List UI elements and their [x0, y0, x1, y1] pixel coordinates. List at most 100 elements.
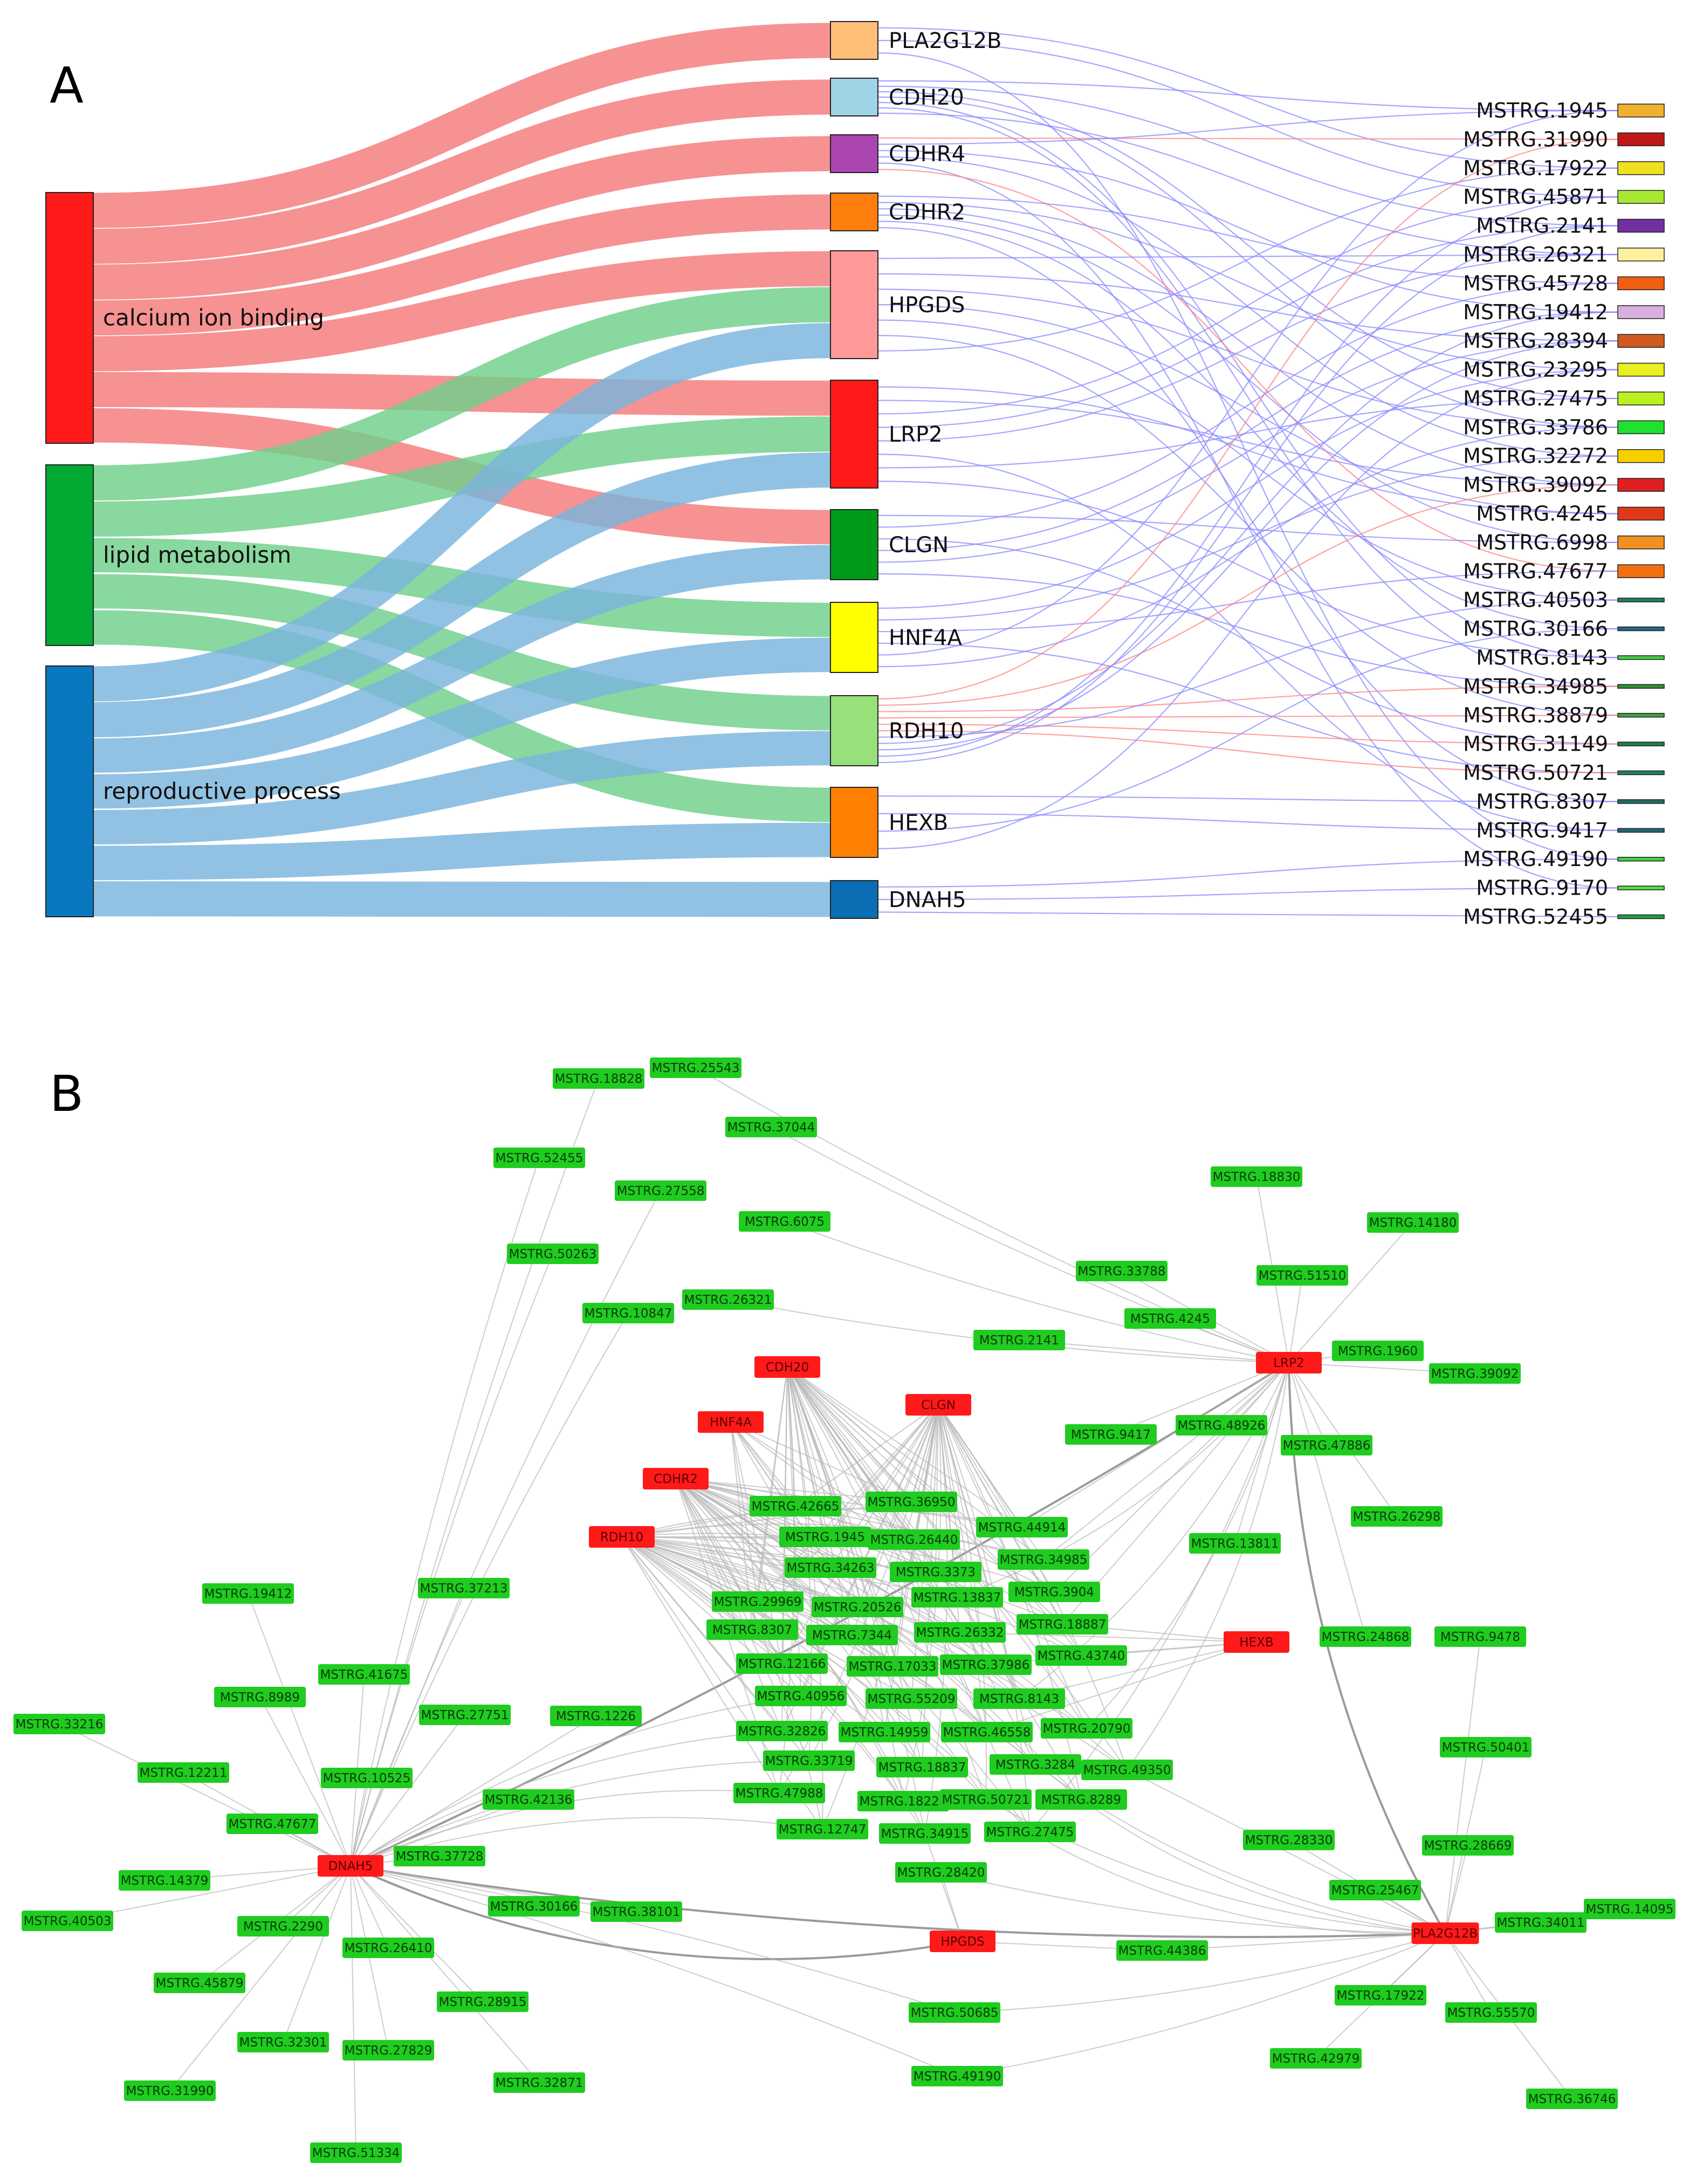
network-node-label-mstrg-37728: MSTRG.37728: [396, 1850, 484, 1864]
network-node-mstrg-30166: [488, 1896, 580, 1917]
flow-repro-to-lrp2: [93, 452, 831, 738]
network-node-mstrg-25543: [650, 1057, 741, 1078]
link-hexb-to-mstrg-8307: [877, 795, 1618, 802]
network-node-label-mstrg-26321: MSTRG.26321: [684, 1293, 772, 1307]
lncrna-node-mstrg-23295: [1617, 362, 1665, 377]
hub-node-lrp2: [1256, 1352, 1322, 1373]
link-cdh20-to-mstrg-1945: [877, 80, 1618, 112]
network-node-label-mstrg-8143: MSTRG.8143: [979, 1692, 1059, 1706]
lncrna-label-mstrg-6998: MSTRG.6998: [1476, 531, 1608, 554]
link-dnah5-to-mstrg-9170: [877, 887, 1618, 901]
lncrna-label-mstrg-32272: MSTRG.32272: [1463, 444, 1608, 468]
sankey-lncrna-nodes: MSTRG.1945MSTRG.31990MSTRG.17922MSTRG.45…: [1463, 99, 1665, 929]
gene-label-dnah5: DNAH5: [889, 888, 966, 912]
network-node-label-mstrg-3284: MSTRG.3284: [995, 1758, 1075, 1772]
link-cdhr2-to-mstrg-39092: [877, 208, 1618, 486]
network-node-mstrg-37728: [394, 1846, 485, 1866]
network-node-mstrg-47677: [226, 1814, 318, 1834]
network-node-mstrg-31990: [124, 2080, 216, 2101]
network-node-label-mstrg-28330: MSTRG.28330: [1245, 1833, 1333, 1848]
link-cdhr4-to-mstrg-19412: [877, 150, 1618, 313]
network-node-label-mstrg-18830: MSTRG.18830: [1213, 1170, 1301, 1184]
network-node-label-mstrg-34985: MSTRG.34985: [1000, 1553, 1088, 1567]
network-node-mstrg-32871: [493, 2072, 585, 2093]
link-rdh10-to-mstrg-45871: [877, 196, 1618, 757]
network-node-label-mstrg-38101: MSTRG.38101: [593, 1905, 681, 1919]
edge-mstrg-14180-lrp2: [1288, 1222, 1413, 1363]
lncrna-label-mstrg-47677: MSTRG.47677: [1463, 559, 1608, 583]
lncrna-node-mstrg-27475: [1617, 392, 1665, 406]
lncrna-node-mstrg-9170: [1617, 885, 1665, 890]
category-node-lipid: [45, 464, 94, 646]
hub-node-label-lrp2: LRP2: [1273, 1356, 1304, 1370]
network-node-mstrg-18828: [553, 1068, 644, 1089]
gene-node-hpgds: [830, 250, 878, 359]
network-node-label-mstrg-14379: MSTRG.14379: [121, 1874, 209, 1888]
hub-node-label-cdhr2: CDHR2: [654, 1472, 698, 1486]
flow-lipid-to-lrp2: [93, 416, 831, 537]
network-node-mstrg-9417: [1065, 1424, 1157, 1445]
edge-mstrg-49350-lrp2: [1127, 1362, 1289, 1770]
network-node-mstrg-42665: [750, 1496, 841, 1516]
lncrna-node-mstrg-40503: [1617, 597, 1665, 602]
lncrna-label-mstrg-9417: MSTRG.9417: [1476, 819, 1608, 842]
lncrna-node-mstrg-49190: [1617, 856, 1665, 862]
network-node-mstrg-12747: [777, 1819, 868, 1839]
network-node-mstrg-14379: [119, 1870, 210, 1891]
network-node-label-mstrg-2141: MSTRG.2141: [979, 1334, 1059, 1348]
gene-label-cdh20: CDH20: [889, 85, 964, 110]
edge-mstrg-49350-cdh20: [787, 1366, 1128, 1770]
hub-edge-dnah5-hpgds: [350, 1865, 963, 1961]
network-node-label-mstrg-45879: MSTRG.45879: [156, 1976, 244, 1990]
lncrna-node-mstrg-17922: [1617, 161, 1665, 175]
network-node-mstrg-42136: [483, 1789, 574, 1810]
network-node-mstrg-55209: [866, 1688, 957, 1709]
edge-mstrg-27475-pla2g12b: [1029, 1831, 1446, 1935]
gene-node-dnah5: [830, 880, 878, 919]
link-cdhr4-to-mstrg-47677: [877, 169, 1618, 572]
network-node-mstrg-34011: [1495, 1912, 1587, 1933]
lncrna-label-mstrg-45871: MSTRG.45871: [1463, 185, 1608, 209]
network-node-label-mstrg-36746: MSTRG.36746: [1528, 2092, 1616, 2106]
lncrna-label-mstrg-19412: MSTRG.19412: [1463, 300, 1608, 324]
network-node-mstrg-50263: [507, 1244, 599, 1264]
category-label-repro: reproductive process: [103, 778, 341, 805]
lncrna-label-mstrg-8143: MSTRG.8143: [1476, 645, 1608, 669]
gene-node-cdh20: [830, 78, 878, 116]
network-node-mstrg-37986: [940, 1654, 1032, 1675]
network-node-mstrg-50685: [909, 2002, 1000, 2023]
link-rdh10-to-mstrg-50721: [877, 730, 1618, 774]
lncrna-node-mstrg-6998: [1617, 535, 1665, 550]
flow-calcium-to-cdhr4: [93, 136, 831, 300]
network-node-mstrg-50401: [1440, 1737, 1532, 1757]
network-node-mstrg-37213: [418, 1578, 510, 1598]
network-node-label-mstrg-8307: MSTRG.8307: [712, 1623, 792, 1637]
lncrna-node-mstrg-30166: [1617, 626, 1665, 631]
hub-node-rdh10: [589, 1526, 655, 1548]
network-node-label-mstrg-3904: MSTRG.3904: [1014, 1585, 1094, 1599]
edge-mstrg-40956-rdh10: [621, 1536, 801, 1697]
sankey-flows: [93, 23, 831, 917]
network-node-mstrg-51334: [310, 2142, 402, 2163]
link-hexb-to-mstrg-23295: [877, 369, 1618, 849]
link-cdhr2-to-mstrg-23295: [877, 202, 1618, 370]
link-hnf4a-to-mstrg-50721: [877, 642, 1618, 774]
edge-mstrg-20526-cdhr2: [675, 1478, 858, 1608]
link-lrp2-to-mstrg-27475: [877, 397, 1618, 469]
network-node-mstrg-28330: [1243, 1830, 1335, 1850]
network-node-label-mstrg-50685: MSTRG.50685: [911, 2006, 999, 2020]
link-lrp2-to-mstrg-45871: [877, 196, 1618, 415]
network-node-label-mstrg-33216: MSTRG.33216: [16, 1718, 104, 1732]
network-node-mstrg-34985: [998, 1549, 1089, 1570]
link-cdhr4-to-mstrg-31990: [877, 137, 1618, 140]
network-node-mstrg-52455: [493, 1148, 585, 1168]
edge-mstrg-32826-dnah5: [350, 1730, 782, 1866]
network-node-mstrg-12166: [736, 1653, 828, 1674]
network-node-mstrg-55570: [1445, 2002, 1537, 2023]
edge-mstrg-1945-hnf4a: [730, 1421, 826, 1537]
link-hnf4a-to-mstrg-32272: [877, 455, 1618, 621]
lncrna-node-mstrg-45728: [1617, 276, 1665, 291]
network-node-label-mstrg-39092: MSTRG.39092: [1431, 1367, 1519, 1381]
hub-node-label-dnah5: DNAH5: [328, 1859, 373, 1873]
network-node-label-mstrg-33788: MSTRG.33788: [1078, 1265, 1166, 1279]
